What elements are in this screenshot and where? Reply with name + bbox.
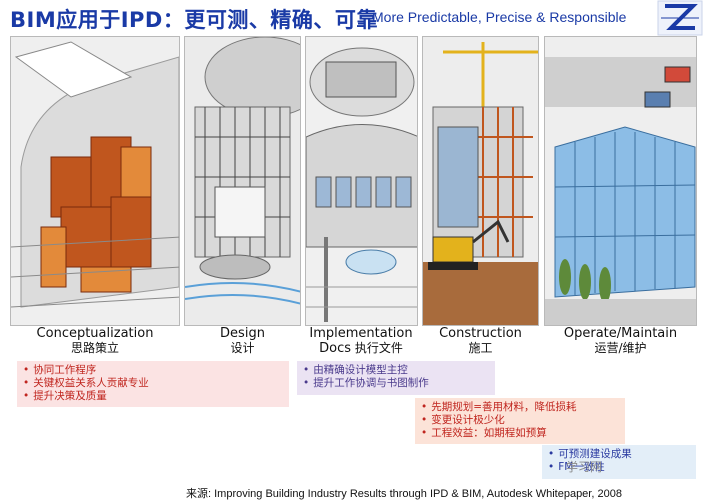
list-item: FM一致性: [548, 461, 690, 474]
watermark: 学习网: [566, 460, 603, 474]
list-item: 提升决策及质量: [23, 390, 283, 403]
conceptualization-illustration: [11, 37, 179, 325]
stage-label-cn: 思路策立: [70, 341, 119, 355]
conceptualization-notes: 协同工作程序 关键权益关系人贡献专业 提升决策及质量: [17, 361, 289, 407]
implementation-panel: [305, 36, 418, 326]
stage-label-en-2: Docs: [319, 341, 352, 356]
title-english: More Predictable, Precise & Responsible: [372, 9, 627, 25]
list-item: 可预测建设成果: [548, 448, 690, 461]
construction-panel: [422, 36, 539, 326]
stage-label-cn: 运营/维护: [594, 341, 647, 355]
stage-design: Design 设计: [184, 326, 301, 355]
stage-label-cn: 设计: [230, 341, 255, 355]
list-item: 提升工作协调与书图制作: [303, 377, 489, 390]
stage-label-en: Design: [220, 326, 265, 341]
design-illustration: [185, 37, 300, 325]
operate-panel: [544, 36, 697, 326]
construction-notes: 先期规划=善用材料，降低损耗 变更设计极少化 工程效益：如期程如预算: [415, 398, 625, 444]
stage-label-cn: 施工: [468, 341, 493, 355]
stage-label-cn-text: 执行文件: [354, 341, 403, 355]
stage-operate: Operate/Maintain 运营/维护: [544, 326, 697, 355]
implementation-notes: 由精确设计模型主控 提升工作协调与书图制作: [297, 361, 495, 395]
design-panel: [184, 36, 301, 326]
stage-label-en: Operate/Maintain: [563, 326, 678, 341]
stage-implementation: Implementation Docs 执行文件: [300, 326, 422, 356]
list-item: 变更设计极少化: [421, 414, 619, 427]
z-logo-icon: [657, 0, 703, 36]
list-item: 工程效益：如期程如预算: [421, 427, 619, 440]
operate-illustration: [545, 37, 696, 325]
list-item: 协同工作程序: [23, 364, 283, 377]
list-item: 由精确设计模型主控: [303, 364, 489, 377]
title-chinese: BIM应用于IPD：更可测、精确、可靠: [10, 8, 378, 32]
stage-label-en: Conceptualization: [36, 326, 154, 341]
construction-illustration: [423, 37, 538, 325]
list-item: 先期规划=善用材料，降低损耗: [421, 401, 619, 414]
stage-construction: Construction 施工: [422, 326, 539, 355]
stage-conceptualization: Conceptualization 思路策立: [10, 326, 180, 355]
operate-notes: 可预测建设成果 FM一致性: [542, 445, 696, 479]
header: BIM应用于IPD：更可测、精确、可靠 More Predictable, Pr…: [0, 0, 707, 36]
list-item: 关键权益关系人贡献专业: [23, 377, 283, 390]
implementation-illustration: [306, 37, 417, 325]
source-citation: 来源: Improving Building Industry Results …: [186, 488, 622, 500]
stage-label-cn: Docs 执行文件: [300, 341, 422, 356]
stage-label-en: Construction: [439, 326, 522, 341]
conceptualization-panel: [10, 36, 180, 326]
stage-label-en: Implementation: [309, 326, 413, 341]
